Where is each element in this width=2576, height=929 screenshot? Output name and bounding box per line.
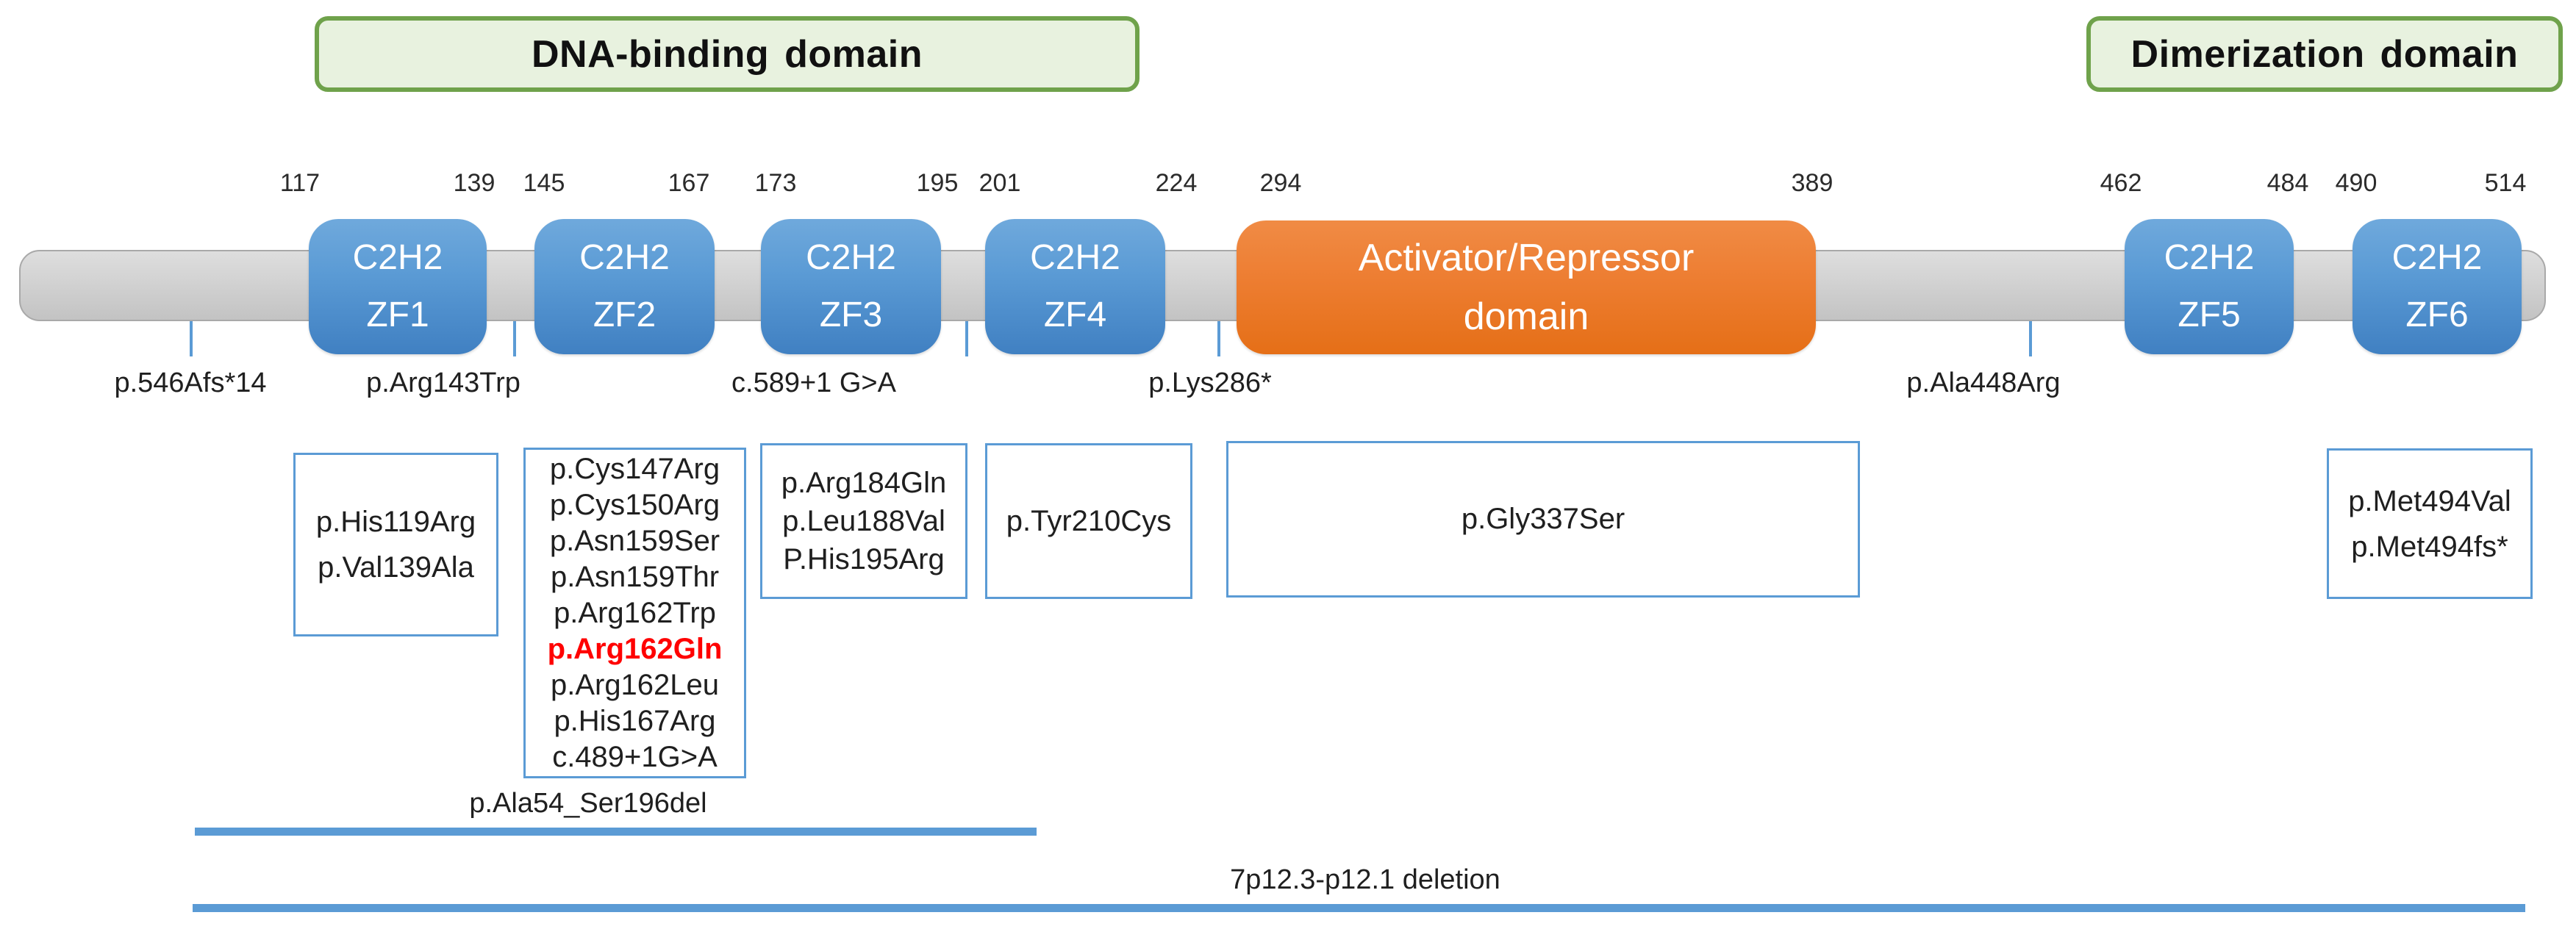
mutation-box-zf2: p.Cys147Arg p.Cys150Arg p.Asn159Ser p.As… <box>523 448 746 778</box>
deletion-bar-7p12 <box>193 904 2525 912</box>
zf6-line1: C2H2 <box>2391 238 2483 277</box>
mutation-label-lys286: p.Lys286* <box>1148 367 1272 398</box>
activator-repressor-domain-box: Activator/Repressor domain <box>1237 220 1816 354</box>
mutation-item: p.Gly337Ser <box>1461 503 1625 535</box>
deletion-label-ala54-ser196: p.Ala54_Ser196del <box>469 788 707 819</box>
mutation-box-zf3: p.Arg184Gln p.Leu188Val P.His195Arg <box>760 443 967 599</box>
mutation-box-central: p.Gly337Ser <box>1226 441 1860 598</box>
zf5-line2: ZF5 <box>2178 295 2241 334</box>
position-label-201: 201 <box>978 169 1021 197</box>
position-label-195: 195 <box>916 169 959 197</box>
mutation-item: p.Arg162Leu <box>550 668 720 701</box>
position-label-462: 462 <box>2100 169 2142 197</box>
zf3-line2: ZF3 <box>819 295 883 334</box>
act-rep-line1: Activator/Repressor <box>1358 237 1695 279</box>
zf1-line2: ZF1 <box>366 295 429 334</box>
mutation-item: p.Met494fs* <box>2351 530 2508 563</box>
mutation-label-546afs: p.546Afs*14 <box>114 367 267 398</box>
mutation-label-c589: c.589+1 G>A <box>731 367 896 398</box>
domain-box-zf2: C2H2 ZF2 <box>534 219 715 354</box>
deletion-bar-ala54-ser196 <box>195 828 1037 836</box>
mutation-item: p.His119Arg <box>315 506 476 538</box>
mutation-item: p.His167Arg <box>554 704 716 737</box>
mutation-label-arg143trp: p.Arg143Trp <box>366 367 520 398</box>
zf6-line2: ZF6 <box>2405 295 2469 334</box>
mutation-item: p.Cys147Arg <box>549 452 720 485</box>
leader-tick-143 <box>513 321 516 356</box>
mutation-item: p.Arg184Gln <box>781 467 947 499</box>
position-label-145: 145 <box>523 169 565 197</box>
position-label-484: 484 <box>2266 169 2309 197</box>
mutation-item: p.Leu188Val <box>782 505 945 537</box>
zf4-line2: ZF4 <box>1043 295 1107 334</box>
mutation-item: p.Tyr210Cys <box>1006 504 1172 537</box>
position-label-117: 117 <box>279 169 321 197</box>
mutation-item: c.489+1G>A <box>552 740 718 773</box>
dna-binding-domain-text: DNA-binding domain <box>531 32 923 76</box>
mutation-label-ala448arg: p.Ala448Arg <box>1906 367 2061 398</box>
position-label-224: 224 <box>1155 169 1198 197</box>
dna-binding-domain-label: DNA-binding domain <box>315 16 1139 92</box>
position-label-389: 389 <box>1791 169 1833 197</box>
dimerization-domain-text: Dimerization domain <box>2130 32 2519 76</box>
position-label-167: 167 <box>668 169 710 197</box>
mutation-item: P.His195Arg <box>783 543 945 575</box>
zf1-line1: C2H2 <box>352 238 443 277</box>
dimerization-domain-label: Dimerization domain <box>2086 16 2563 92</box>
zf2-line2: ZF2 <box>593 295 656 334</box>
mutation-item-highlighted: p.Arg162Gln <box>547 632 723 665</box>
mutation-item: p.Cys150Arg <box>549 488 720 521</box>
leader-tick-589 <box>965 321 968 356</box>
mutation-box-zf6: p.Met494Val p.Met494fs* <box>2327 448 2533 599</box>
leader-tick-546 <box>190 321 193 356</box>
zf4-line1: C2H2 <box>1030 238 1120 277</box>
deletion-label-7p12: 7p12.3-p12.1 deletion <box>1230 864 1500 895</box>
mutation-item: p.Met494Val <box>2348 484 2511 517</box>
position-label-490: 490 <box>2335 169 2378 197</box>
position-label-294: 294 <box>1259 169 1302 197</box>
domain-box-zf3: C2H2 ZF3 <box>761 219 941 354</box>
mutation-item: p.Val139Ala <box>318 551 474 584</box>
mutation-item: p.Asn159Ser <box>549 524 720 557</box>
act-rep-line2: domain <box>1463 295 1589 338</box>
mutation-item: p.Asn159Thr <box>550 560 720 593</box>
position-label-514: 514 <box>2484 169 2527 197</box>
zf2-line1: C2H2 <box>579 238 670 277</box>
zf5-line1: C2H2 <box>2164 238 2255 277</box>
leader-tick-286 <box>1217 321 1220 356</box>
domain-box-zf4: C2H2 ZF4 <box>985 219 1165 354</box>
domain-box-zf1: C2H2 ZF1 <box>309 219 487 354</box>
mutation-item: p.Arg162Trp <box>554 596 716 629</box>
leader-tick-448 <box>2029 321 2032 356</box>
zf3-line1: C2H2 <box>806 238 896 277</box>
mutation-box-zf1: p.His119Arg p.Val139Ala <box>293 453 498 636</box>
position-label-139: 139 <box>453 169 495 197</box>
domain-box-zf6: C2H2 ZF6 <box>2353 219 2522 354</box>
mutation-box-zf4: p.Tyr210Cys <box>985 443 1192 599</box>
domain-box-zf5: C2H2 ZF5 <box>2125 219 2294 354</box>
position-label-173: 173 <box>754 169 797 197</box>
